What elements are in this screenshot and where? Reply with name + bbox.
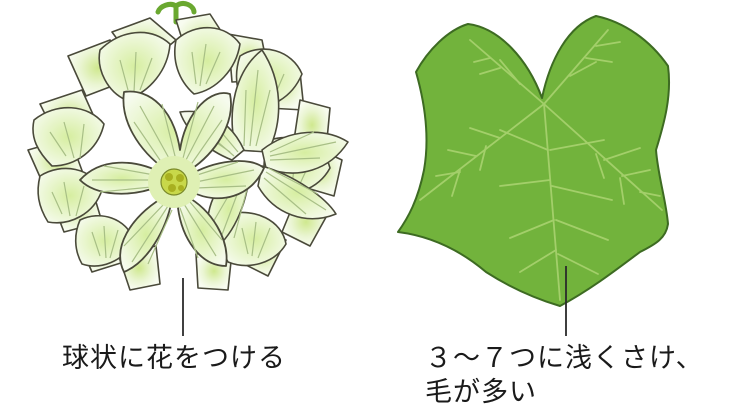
leaf-caption: ３〜７つに浅くさけ、 毛が多い	[425, 342, 704, 410]
leaf-illustration	[397, 15, 671, 307]
flower-illustration	[27, 1, 349, 291]
leaf-blade	[397, 15, 671, 307]
leaf-caption-line1: ３〜７つに浅くさけ、	[425, 343, 704, 374]
front-flower	[79, 90, 265, 273]
flower-caption: 球状に花をつける	[62, 343, 286, 374]
flower-anthers	[165, 173, 184, 192]
leaf-veins	[419, 29, 663, 301]
leaf-caption-line2: 毛が多い	[425, 377, 537, 408]
